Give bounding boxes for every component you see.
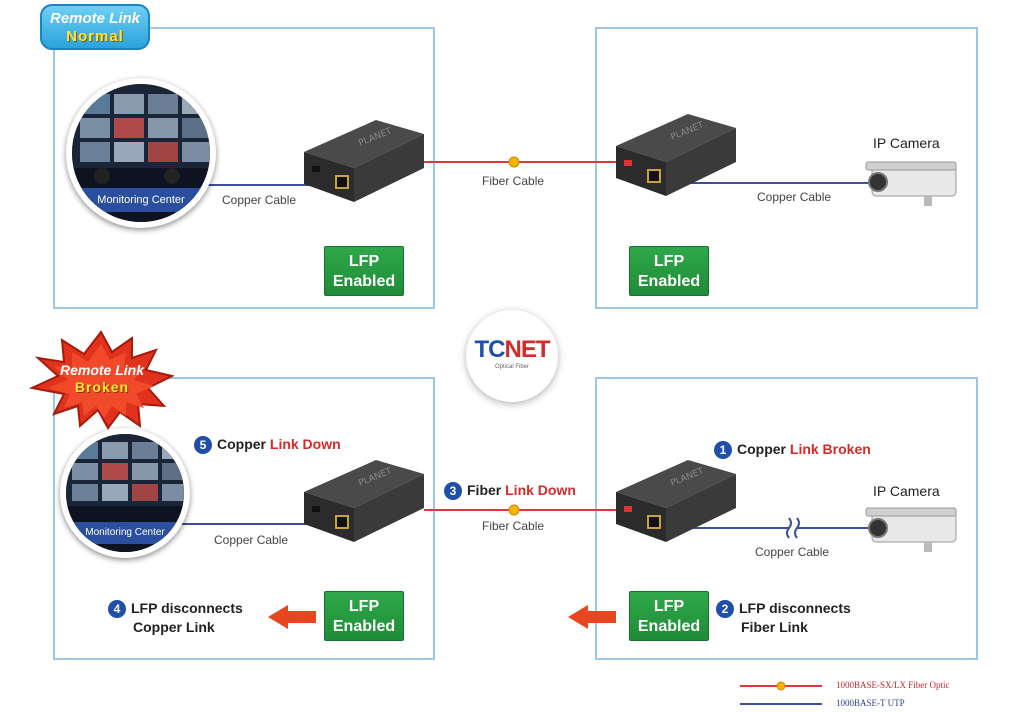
step-line1: LFP disconnects [739, 600, 851, 616]
lfp-line1: LFP [653, 253, 685, 270]
ip-camera-bottom-icon [865, 507, 957, 552]
remote-link-broken-text: Remote Link Broken [50, 362, 154, 396]
lfp-line1: LFP [348, 598, 380, 615]
step-line1: LFP disconnects [131, 600, 243, 616]
monitoring-label: Monitoring Center [72, 188, 210, 212]
legend-utp-label: 1000BASE-T UTP [836, 698, 905, 708]
monitoring-label: Monitoring Center [66, 522, 184, 544]
badge-line1: Remote Link [59, 362, 144, 378]
lfp-line1: LFP [653, 598, 685, 615]
step-5-copper-link-down: 5 Copper Link Down [194, 436, 341, 455]
logo-tagline: Optical Fiber [494, 364, 529, 370]
badge-line2: Normal [66, 28, 124, 45]
tcnet-logo: TCNET Optical Fiber [466, 310, 558, 402]
step-number-badge: 4 [108, 600, 126, 619]
arrow-left-icon-1 [268, 605, 316, 629]
bottom-fiber-connector [508, 504, 520, 516]
legend-fiber-label: 1000BASE-SX/LX Fiber Optic [836, 680, 950, 690]
lfp-line2: Enabled [332, 273, 396, 290]
lfp-line2: Enabled [637, 618, 701, 635]
arrow-left-icon-2 [568, 605, 616, 629]
badge-line2: Broken [74, 379, 130, 395]
step-number-badge: 5 [194, 436, 212, 455]
step-number-badge: 2 [716, 600, 734, 619]
step-line2: Copper Link [133, 619, 215, 636]
monitoring-center-bottom: Monitoring Center [60, 428, 190, 558]
top-copper-right-label: Copper Cable [757, 190, 832, 204]
lfp-line2: Enabled [332, 618, 396, 635]
media-converter-bottom-right: PLANET [616, 460, 736, 542]
step-number-badge: 3 [444, 482, 462, 501]
remote-link-normal-badge: Remote Link Normal [40, 4, 150, 50]
bottom-copper-left-label: Copper Cable [214, 533, 289, 547]
top-copper-left-label: Copper Cable [222, 193, 297, 207]
step-4-lfp-disconnects-copper: 4 LFP disconnects Copper Link [108, 599, 243, 637]
lfp-enabled-bottom-right: LFP Enabled [629, 591, 709, 641]
logo-brand-tc: TC [474, 336, 506, 363]
step-2-lfp-disconnects-fiber: 2 LFP disconnects Fiber Link [716, 599, 851, 637]
step-text: Copper [737, 441, 790, 457]
step-highlight: Link Down [269, 436, 341, 452]
remote-link-broken-burst-icon [28, 330, 174, 430]
step-1-copper-link-broken: 1 Copper Link Broken [714, 441, 871, 460]
lfp-line2: Enabled [637, 273, 701, 290]
step-line2: Fiber Link [741, 619, 808, 636]
ip-camera-top-icon [865, 161, 957, 206]
bottom-camera-title: IP Camera [873, 483, 940, 499]
step-text: Fiber [467, 482, 506, 498]
legend-fiber-connector [776, 681, 786, 691]
lfp-enabled-top-right: LFP Enabled [629, 246, 709, 296]
media-converter-top-left: PLANET [304, 120, 424, 202]
media-converter-bottom-left: PLANET [304, 460, 424, 542]
top-camera-title: IP Camera [873, 135, 940, 151]
top-fiber-connector [508, 156, 520, 168]
lfp-line1: LFP [348, 253, 380, 270]
monitoring-center-top: Monitoring Center [66, 78, 216, 228]
top-fiber-label: Fiber Cable [482, 174, 545, 188]
bottom-copper-right-label: Copper Cable [755, 545, 830, 559]
step-highlight: Link Down [505, 482, 576, 498]
badge-line1: Remote Link [49, 10, 140, 27]
logo-brand-net: NET [504, 336, 551, 363]
step-3-fiber-link-down: 3 Fiber Link Down [444, 482, 576, 501]
lfp-enabled-bottom-left: LFP Enabled [324, 591, 404, 641]
step-text: Copper [217, 436, 270, 452]
media-converter-top-right: PLANET [616, 114, 736, 196]
bottom-fiber-label: Fiber Cable [482, 519, 545, 533]
step-highlight: Link Broken [789, 441, 871, 457]
lfp-enabled-top-left: LFP Enabled [324, 246, 404, 296]
step-number-badge: 1 [714, 441, 732, 460]
